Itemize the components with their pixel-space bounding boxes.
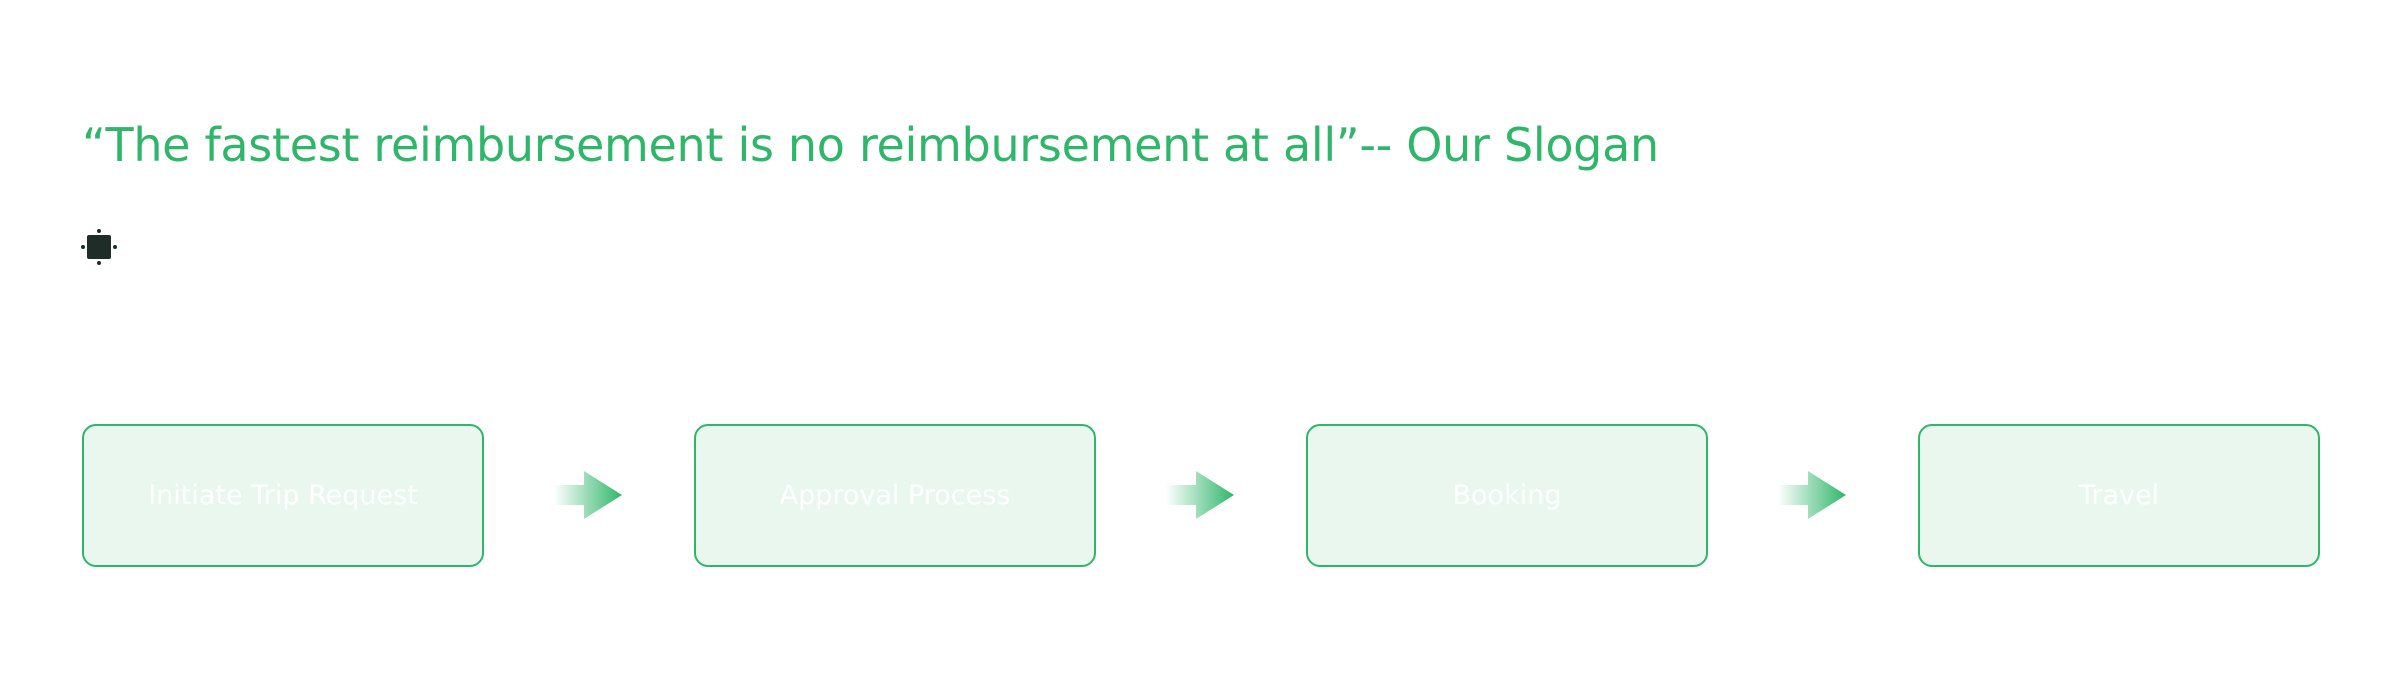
- handle-left-dot: [81, 245, 85, 249]
- arrow-right-icon: [1778, 471, 1846, 519]
- handle-right-dot: [113, 245, 117, 249]
- handle-bottom-dot: [97, 261, 101, 265]
- step-label: Initiate Trip Request: [148, 480, 418, 511]
- step-label: Booking: [1452, 480, 1562, 511]
- step-booking[interactable]: Booking: [1306, 424, 1708, 567]
- arrow-right-icon: [554, 471, 622, 519]
- step-label: Travel: [2078, 480, 2160, 511]
- move-handle-icon[interactable]: [81, 229, 117, 265]
- slogan-title: “The fastest reimbursement is no reimbur…: [82, 118, 1659, 172]
- handle-top-dot: [97, 229, 101, 233]
- step-label: Approval Process: [779, 480, 1011, 511]
- step-travel[interactable]: Travel: [1918, 424, 2320, 567]
- step-approval-process[interactable]: Approval Process: [694, 424, 1096, 567]
- process-flow: Initiate Trip Request Approval Process: [82, 424, 2322, 567]
- arrow-right-icon: [1166, 471, 1234, 519]
- step-initiate-trip-request[interactable]: Initiate Trip Request: [82, 424, 484, 567]
